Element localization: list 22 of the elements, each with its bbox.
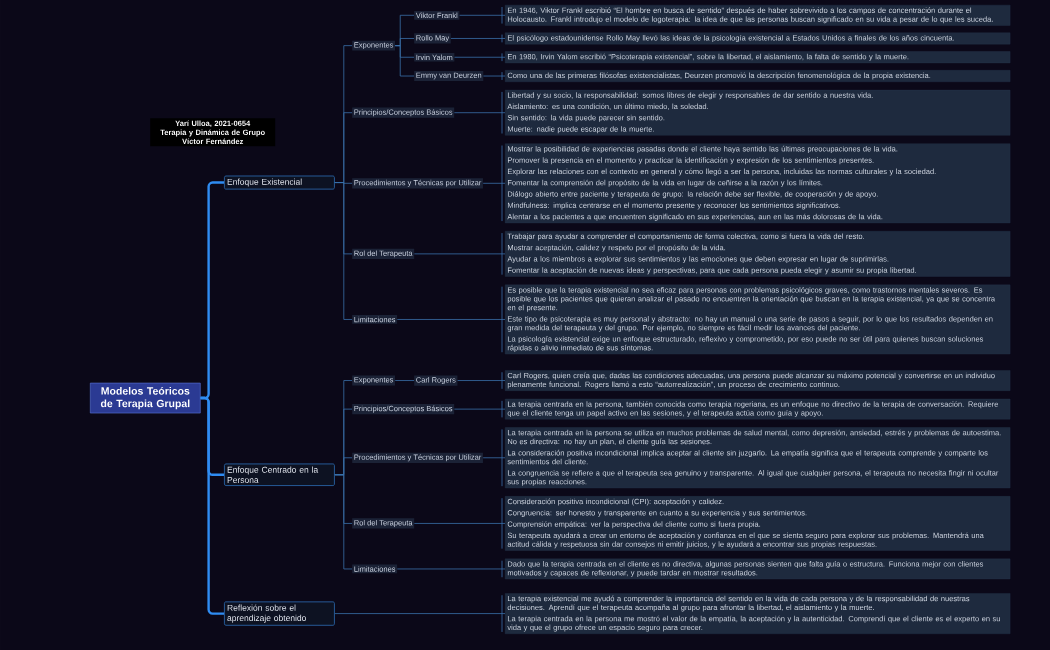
connector-line [454,112,506,114]
connector-line [394,380,415,381]
connector-line [483,75,506,77]
topic-box: Reflexión sobre el aprendizaje obtenido [224,601,335,626]
central-topic-box: Modelos Teóricos de Terapia Grupal [90,382,201,414]
connector-line [414,253,506,255]
topic-box: Enfoque Centrado en la Persona [224,463,335,486]
connector-line [396,319,506,320]
connector-line [396,568,506,570]
connector-line [394,45,415,77]
connector-line [459,14,506,16]
topic-box: Enfoque Existencial [224,175,335,190]
connector-line [482,182,506,184]
connector-line [334,474,353,570]
connector-line [457,380,506,381]
connector-line [454,408,506,410]
connector-line [450,38,506,39]
connector-line [482,457,506,459]
connector-line [334,182,353,320]
connector-line [414,523,506,524]
connector-line [334,613,506,614]
connector-line [454,56,506,58]
